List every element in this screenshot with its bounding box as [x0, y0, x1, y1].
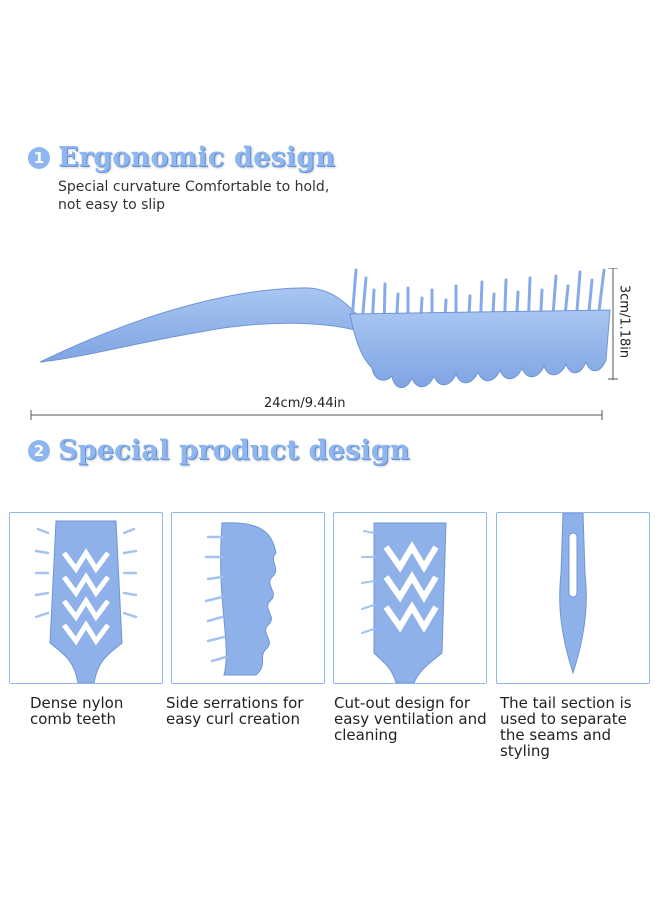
feature-card-tail	[496, 512, 650, 684]
length-dimension-label: 24cm/9.44in	[264, 396, 346, 411]
feature-card-teeth	[9, 512, 163, 684]
feature-caption: Side serrations for easy curl creation	[166, 694, 304, 728]
length-dimension-marker	[30, 410, 603, 420]
section-product-header: 2 Special product design	[28, 435, 410, 466]
feature-card-cutout	[333, 512, 487, 684]
feature-caption: Cut-out design for easy ventilation and …	[334, 694, 487, 744]
feature-card-serrations	[171, 512, 325, 684]
ergonomic-description-line1: Special curvature Comfortable to hold,	[58, 179, 330, 195]
brush-tail-image	[559, 513, 587, 675]
height-dimension-label: 3cm/1.18in	[616, 284, 632, 359]
section-title: Special product design	[58, 435, 410, 466]
brush-cutout-image	[361, 522, 447, 683]
brush-side-serration-image	[204, 522, 277, 676]
ergonomic-description-line2: not easy to slip	[58, 197, 166, 213]
section-number-badge: 1	[28, 146, 50, 169]
brush-front-view-image	[34, 520, 138, 683]
brush-side-view-image	[39, 268, 611, 388]
section-ergonomic-header: 1 Ergonomic design	[28, 142, 335, 173]
section-number-badge: 2	[28, 439, 50, 462]
feature-caption: Dense nylon comb teeth	[30, 694, 124, 728]
feature-caption: The tail section is used to separate the…	[500, 694, 632, 760]
height-dimension-marker	[608, 268, 618, 380]
section-title: Ergonomic design	[58, 142, 336, 173]
